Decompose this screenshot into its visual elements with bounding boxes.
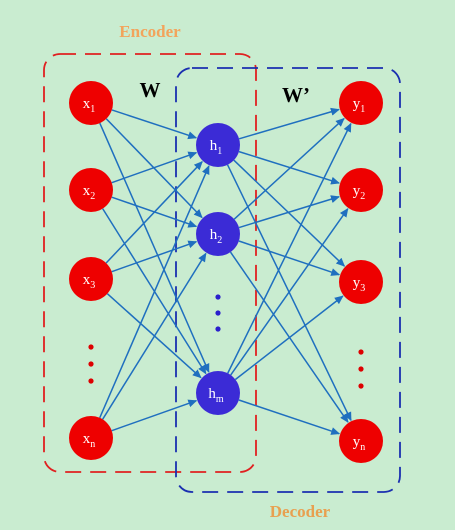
output-node-label-base: y	[353, 275, 361, 291]
encoder-edge	[105, 160, 203, 264]
decoder-title: Decoder	[270, 502, 331, 521]
hidden-node-circle	[196, 123, 240, 167]
hidden-node-label-base: h	[210, 138, 218, 154]
output-node-label: y3	[353, 275, 366, 294]
output-node: yn	[339, 419, 383, 463]
output-node-label-base: y	[353, 96, 361, 112]
hidden-node-label: hm	[208, 386, 224, 405]
output-node-circle	[339, 260, 383, 304]
input-node-label-base: x	[83, 96, 91, 112]
input-node-label: x3	[83, 272, 96, 291]
hidden-node: h1	[196, 123, 240, 167]
output-node-label: y2	[353, 183, 366, 202]
encoder-edge	[99, 122, 210, 373]
decoder-edge	[234, 295, 344, 381]
output-node: y2	[339, 168, 383, 212]
ellipsis-dot	[215, 294, 221, 300]
ellipsis-dot	[215, 326, 221, 332]
input-node-label-subscript: 3	[90, 280, 95, 291]
ellipsis-dot	[88, 378, 94, 384]
input-node-label-base: x	[83, 431, 91, 447]
decoder-boundary	[175, 67, 401, 493]
hidden-node-label-base: h	[208, 386, 216, 402]
output-node-label-base: y	[353, 434, 361, 450]
decoder-edge	[230, 207, 349, 376]
output-node-label-subscript: n	[360, 442, 365, 453]
encoder-title: Encoder	[119, 22, 181, 41]
encoder-edge	[111, 240, 198, 273]
hidden-node-label: h2	[210, 227, 223, 246]
output-node: y1	[339, 81, 383, 125]
decoder-weight-label: W’	[282, 83, 310, 107]
decoder-edge	[238, 240, 341, 276]
input-node-circle	[69, 168, 113, 212]
input-node-circle	[69, 257, 113, 301]
ellipsis-dot	[88, 361, 94, 367]
output-node-label: y1	[353, 96, 366, 115]
output-node-label-subscript: 2	[360, 191, 365, 202]
connection-edges	[99, 107, 352, 435]
output-node-label: yn	[353, 434, 366, 453]
input-node-label: x2	[83, 183, 96, 202]
encoder-boundary	[43, 53, 257, 473]
encoder-edge	[111, 109, 198, 140]
output-node-label-subscript: 1	[360, 104, 365, 115]
encoder-weight-label: W	[140, 78, 161, 102]
hidden-node-circle	[196, 371, 240, 415]
encoder-edge	[111, 151, 198, 184]
hidden-node-circle	[196, 212, 240, 256]
input-node-label: xn	[83, 431, 96, 450]
output-ellipsis	[358, 349, 364, 389]
decoder-edge	[238, 399, 341, 435]
input-ellipsis	[88, 344, 94, 384]
hidden-node-label: h1	[210, 138, 223, 157]
input-node-label-subscript: 1	[90, 104, 95, 115]
input-node-label-base: x	[83, 272, 91, 288]
input-node-label: x1	[83, 96, 96, 115]
ellipsis-dot	[215, 310, 221, 316]
ellipsis-dot	[88, 344, 94, 350]
input-node-label-base: x	[83, 183, 91, 199]
input-node-label-subscript: 2	[90, 191, 95, 202]
decoder-edge	[233, 117, 345, 220]
input-node-label-subscript: n	[90, 439, 95, 450]
input-node: xn	[69, 416, 113, 460]
ellipsis-dot	[358, 349, 364, 355]
hidden-node-label-subscript: 2	[217, 235, 222, 246]
hidden-node: h2	[196, 212, 240, 256]
input-node-circle	[69, 416, 113, 460]
hidden-node-label-subscript: m	[216, 394, 224, 405]
output-node-circle	[339, 168, 383, 212]
hidden-ellipsis	[215, 294, 221, 332]
encoder-edge	[101, 252, 207, 420]
decoder-edge	[238, 107, 340, 140]
decoder-edge	[233, 159, 346, 267]
output-node-label-subscript: 3	[360, 283, 365, 294]
input-node: x1	[69, 81, 113, 125]
ellipsis-dot	[358, 366, 364, 372]
input-node: x3	[69, 257, 113, 301]
hidden-node-label-base: h	[210, 227, 218, 243]
output-node-label-base: y	[353, 183, 361, 199]
output-node: y3	[339, 260, 383, 304]
hidden-node: hm	[196, 371, 240, 415]
output-node-circle	[339, 419, 383, 463]
output-node-circle	[339, 81, 383, 125]
encoder-edge	[111, 399, 198, 432]
input-node-circle	[69, 81, 113, 125]
hidden-node-label-subscript: 1	[217, 146, 222, 157]
decoder-edge	[238, 150, 341, 185]
decoder-edge	[238, 195, 340, 229]
decoder-edge	[227, 122, 352, 374]
ellipsis-dot	[358, 383, 364, 389]
encoder-edge	[99, 165, 210, 419]
input-node: x2	[69, 168, 113, 212]
